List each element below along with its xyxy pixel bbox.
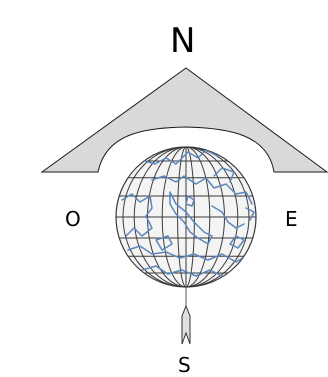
compass-needle-icon (182, 306, 190, 344)
west-label: O (65, 209, 81, 229)
south-label: S (178, 355, 191, 375)
north-label: N (170, 24, 195, 58)
globe-icon (116, 147, 256, 287)
east-label: E (285, 209, 298, 229)
